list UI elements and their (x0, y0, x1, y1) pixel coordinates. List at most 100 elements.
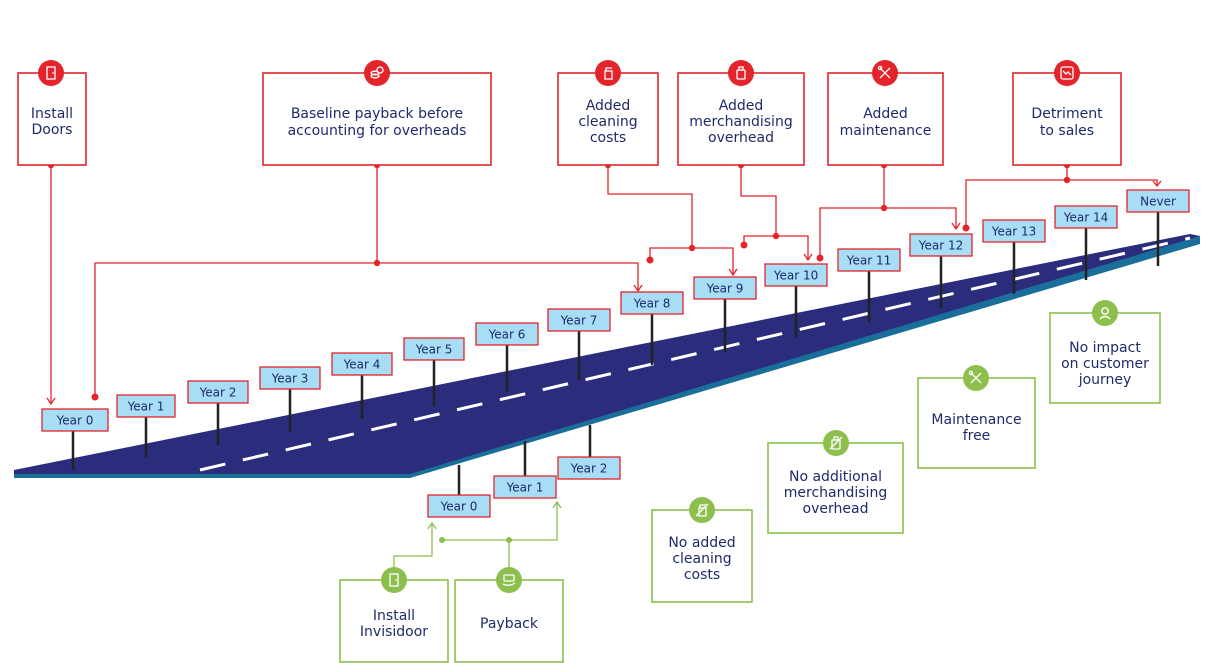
sign-board (331, 352, 393, 376)
box-label-line: maintenance (840, 123, 932, 139)
year-sign: Year 4 (331, 352, 393, 419)
box-label-line: No impact (1069, 340, 1141, 356)
sign-board (909, 233, 973, 257)
sign-board (403, 337, 465, 361)
year-label: Year 0 (440, 500, 478, 514)
year-sign: Year 10 (764, 263, 828, 337)
sign-board (116, 394, 176, 418)
box-label-line: Added (586, 98, 631, 114)
year-sign: Year 3 (259, 366, 321, 432)
red-arrowheads (46, 180, 1162, 406)
box-label-line: No added (668, 535, 735, 551)
year-sign: Year 0 (427, 465, 491, 518)
coins-icon (364, 60, 390, 86)
sign-board (1054, 205, 1118, 229)
green-connector-dots (439, 537, 512, 543)
road-top (14, 234, 1200, 474)
no-spray-icon (689, 497, 715, 523)
year-sign: Year 1 (116, 394, 176, 457)
year-sign: Year 5 (403, 337, 465, 406)
sign-board (547, 308, 611, 332)
happy-customer-icon (1092, 300, 1118, 326)
red-connectors (50, 165, 1158, 403)
year-label: Year 4 (343, 358, 381, 372)
box-label-line: free (963, 428, 991, 444)
box-label-line: cleaning (578, 114, 637, 130)
year-label: Year 10 (773, 269, 819, 283)
year-label: Year 2 (199, 386, 237, 400)
bottom-road-year-signs: Year 0 Year 1 Year 2 (427, 425, 621, 518)
box-label-line: journey (1078, 372, 1132, 388)
door-icon (381, 567, 407, 593)
trend-down-icon (1054, 60, 1080, 86)
sign-board (764, 263, 828, 287)
sign-board (982, 219, 1046, 243)
sign-board (620, 291, 684, 315)
year-sign: Year 12 (909, 233, 973, 308)
no-bottle-icon (823, 430, 849, 456)
box-label-line: overhead (803, 501, 869, 517)
box-frame (17, 72, 87, 166)
year-label: Year 6 (488, 328, 526, 342)
spray-bottle-icon (595, 60, 621, 86)
year-sign: Year 2 (187, 380, 249, 445)
box-label-line: Detriment (1031, 106, 1103, 122)
box-label-line: to sales (1040, 123, 1094, 139)
sign-board (693, 276, 757, 300)
box-label-line: costs (590, 130, 626, 146)
box-label-line: Install (373, 608, 415, 624)
box-label-line: Added (863, 106, 908, 122)
sign-board (41, 408, 109, 432)
year-label: Year 11 (846, 254, 892, 268)
year-sign: Year 13 (982, 219, 1046, 294)
top-road-year-signs: Year 0 Year 1 Year 2 Year 3 Year 4 Year 5 Year… (41, 189, 1190, 470)
sign-board (1126, 189, 1190, 213)
box-frame (262, 72, 492, 166)
year-sign: Year 7 (547, 308, 611, 380)
box-label-line: Payback (480, 616, 539, 632)
year-label: Year 2 (570, 462, 608, 476)
year-label: Year 13 (991, 225, 1037, 239)
year-sign: Year 1 (493, 441, 557, 499)
road (14, 234, 1200, 478)
box-label-line: on customer (1061, 356, 1149, 372)
year-label: Never (1140, 195, 1176, 209)
year-label: Year 8 (633, 297, 671, 311)
box-label-line: Added (719, 98, 764, 114)
box-label-line: No additional (789, 469, 882, 485)
year-sign: Year 9 (693, 276, 757, 352)
box-label-line: overhead (708, 130, 774, 146)
sign-board (557, 456, 621, 480)
year-label: Year 5 (415, 343, 453, 357)
bottle-icon (728, 60, 754, 86)
box-frame (339, 579, 449, 663)
hand-money-icon (496, 567, 522, 593)
box-label-line: costs (684, 567, 720, 583)
box-label-line: Maintenance (931, 412, 1021, 428)
box-frame (454, 579, 564, 663)
year-label: Year 1 (506, 481, 544, 495)
sign-board (493, 475, 557, 499)
year-label: Year 3 (271, 372, 309, 386)
year-label: Year 1 (127, 400, 165, 414)
box-label-line: Baseline payback before (291, 106, 463, 122)
box-frame (1012, 72, 1122, 166)
year-label: Year 12 (918, 239, 964, 253)
sign-board (259, 366, 321, 390)
no-tools-icon (963, 365, 989, 391)
year-label: Year 0 (56, 414, 94, 428)
sign-board (427, 494, 491, 518)
sign-board (187, 380, 249, 404)
sign-board (837, 248, 901, 272)
